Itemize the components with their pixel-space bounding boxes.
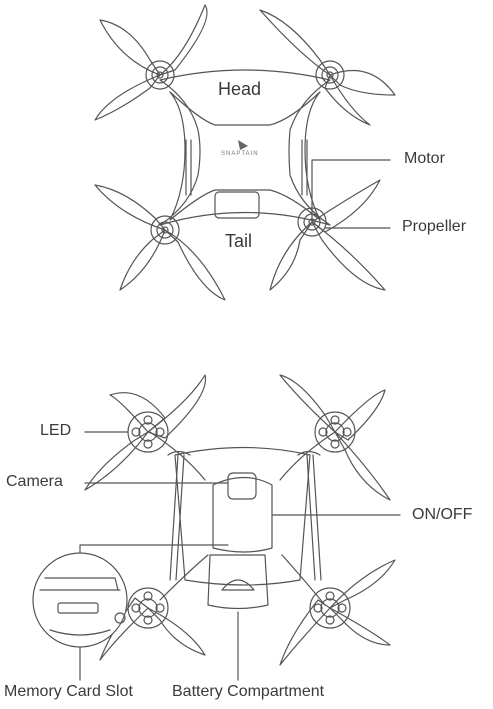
propeller-blade <box>334 431 391 501</box>
head-label: Head <box>218 79 262 99</box>
propeller-blade <box>311 221 386 291</box>
top-motor <box>315 60 345 90</box>
snaptain-logo-icon <box>238 140 248 150</box>
motor-callout-line <box>311 159 391 223</box>
propeller-blade <box>329 559 396 609</box>
camera-label: Camera <box>6 473 63 490</box>
tail-label: Tail <box>225 231 253 251</box>
propeller-blade <box>324 74 371 126</box>
propeller-blade <box>94 184 166 231</box>
propeller-blade <box>279 374 336 433</box>
propeller-blade <box>329 607 391 646</box>
top-view-drone <box>94 4 396 301</box>
top-motor <box>145 60 175 90</box>
propeller-blade <box>99 19 161 76</box>
propeller-blade <box>159 4 208 76</box>
led-label: LED <box>40 422 72 439</box>
battery-compartment <box>207 554 269 610</box>
bottom-view-drone <box>32 374 401 681</box>
led-ring <box>309 587 351 629</box>
propeller-blade <box>334 389 386 441</box>
snaptain-logo-text: SNAPTAIN <box>221 151 259 157</box>
propeller-label: Propeller <box>402 218 467 235</box>
propeller-blade <box>164 229 226 301</box>
led-ring <box>314 411 356 453</box>
propeller-blade <box>84 431 149 491</box>
memory-card-slot-icon <box>57 602 99 614</box>
propeller-blade <box>329 69 396 96</box>
propeller-blade <box>109 392 166 433</box>
propeller-blade <box>279 599 331 666</box>
camera-icon <box>227 472 257 500</box>
propeller-blade <box>269 221 313 291</box>
battery-compartment-label: Battery Compartment <box>172 683 325 700</box>
propeller-blade <box>311 179 381 233</box>
memory-card-callout-line <box>79 544 229 554</box>
propeller-blade <box>94 74 161 121</box>
memory-card-zoom <box>32 552 128 648</box>
propeller-blade <box>119 229 166 291</box>
onoff-label: ON/OFF <box>412 506 473 523</box>
led-ring <box>127 411 169 453</box>
propeller-blade <box>147 374 207 439</box>
propeller-blade <box>259 9 331 76</box>
memory-card-slot-label: Memory Card Slot <box>4 683 133 700</box>
top-motor <box>150 215 180 245</box>
motor-label: Motor <box>404 150 445 167</box>
propeller-blade <box>147 607 206 656</box>
